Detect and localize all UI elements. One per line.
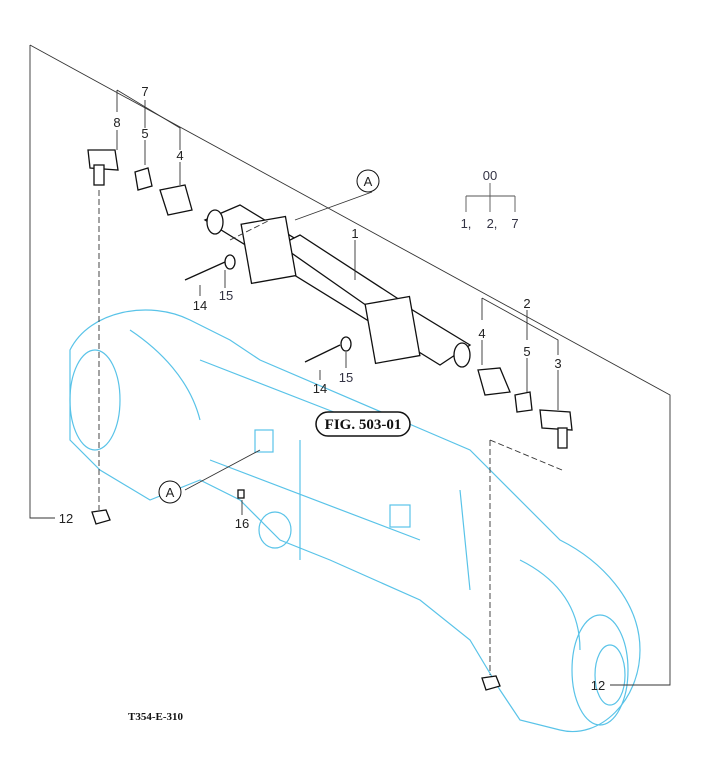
figure-ref-link[interactable]: FIG. 503-01 [325,417,402,433]
view-marker-lower [158,480,182,504]
callout-14-upper: 14 [193,298,207,313]
callout-12-right: 12 [591,678,605,693]
callout-4-right: 4 [478,326,485,341]
callout-8: 8 [113,115,120,130]
callout-16: 16 [235,516,249,531]
callout-15-upper: 15 [219,288,233,303]
assembly-child-2: 2, [487,216,498,231]
assembly-root: 00 [483,168,497,183]
left-tie-rod-end [87,149,193,216]
fasteners [91,254,501,691]
axle-housing [69,309,641,733]
view-marker-upper-label: A [364,174,373,189]
view-marker-upper [356,169,380,193]
callout-4-left: 4 [176,148,183,163]
callout-14-lower: 14 [313,381,327,396]
callout-5-right: 5 [523,344,530,359]
callout-12-left: 12 [59,511,73,526]
figure-ref-box[interactable] [315,411,411,437]
steering-cylinder [203,204,472,368]
callout-5-left: 5 [141,126,148,141]
callout-3: 3 [554,356,561,371]
center-lines [98,190,563,675]
callout-labels: 1 2 3 4 4 5 5 7 8 12 12 14 14 15 15 16 [59,84,605,693]
figure-code: T354-E-310 [128,711,184,723]
callout-1: 1 [351,226,358,241]
callout-15-lower: 15 [339,370,353,385]
callout-7: 7 [141,84,148,99]
callout-2: 2 [523,296,530,311]
leader-lines [29,44,671,686]
view-marker-lower-label: A [166,485,175,500]
assembly-child-1: 1, [461,216,472,231]
right-tie-rod-end [477,367,573,449]
assembly-child-7: 7 [511,216,518,231]
